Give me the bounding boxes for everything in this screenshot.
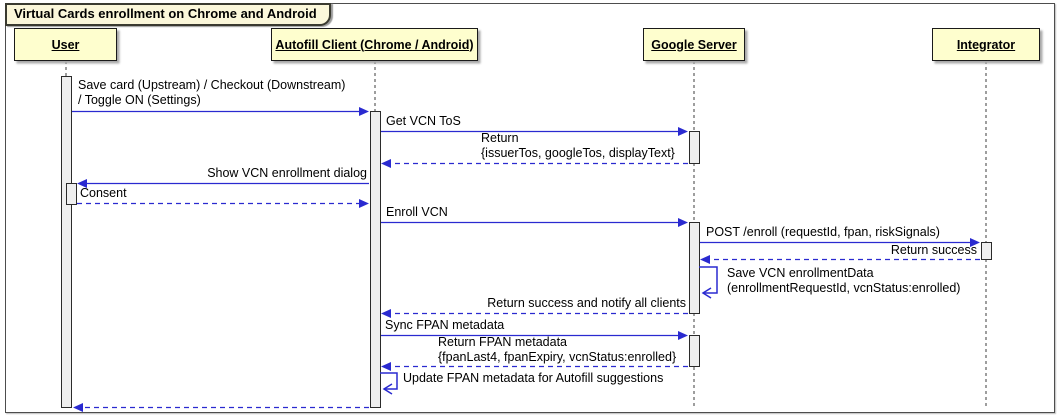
message-label-line: Update FPAN metadata for Autofill sugges… bbox=[403, 371, 664, 385]
message-label-return-success: Return success bbox=[891, 243, 977, 258]
message-label-notify-all-clients: Return success and notify all clients bbox=[487, 296, 686, 311]
message-label-consent: Consent bbox=[80, 186, 127, 201]
participant-box-google-server: Google Server bbox=[643, 28, 745, 61]
message-label-line: Consent bbox=[80, 186, 127, 200]
activation-bar-autofill-client bbox=[370, 111, 381, 408]
arrowhead-notify-all-clients bbox=[381, 309, 391, 318]
message-label-line: POST /enroll (requestId, fpan, riskSigna… bbox=[706, 225, 940, 239]
arrowhead-save-card bbox=[359, 107, 369, 116]
self-message-line-update-fpan-metadata bbox=[380, 372, 398, 390]
participant-label-integrator: Integrator bbox=[956, 37, 1016, 52]
diagram-title: Virtual Cards enrollment on Chrome and A… bbox=[5, 3, 331, 26]
arrowhead-final-return bbox=[73, 403, 83, 412]
message-label-return-fpan-metadata: Return FPAN metadata{fpanLast4, fpanExpi… bbox=[438, 335, 676, 365]
message-label-line: Enroll VCN bbox=[386, 205, 448, 219]
arrowhead-get-vcn-tos bbox=[678, 127, 688, 136]
arrowhead-sync-fpan-metadata bbox=[678, 331, 688, 340]
activation-bar-user bbox=[61, 76, 72, 408]
message-label-line: Save VCN enrollmentData bbox=[727, 266, 874, 280]
message-label-enroll-vcn: Enroll VCN bbox=[386, 205, 448, 220]
message-label-line: Get VCN ToS bbox=[386, 114, 461, 128]
arrowhead-return-tos bbox=[381, 159, 391, 168]
self-arrowhead-update-fpan-metadata bbox=[382, 383, 393, 395]
participant-label-google-server: Google Server bbox=[651, 37, 737, 52]
activation-bar-google-server bbox=[689, 131, 700, 164]
message-label-get-vcn-tos: Get VCN ToS bbox=[386, 114, 461, 129]
participant-label-user: User bbox=[51, 37, 80, 52]
message-label-show-enrollment-dialog: Show VCN enrollment dialog bbox=[207, 166, 367, 181]
message-label-line: / Toggle ON (Settings) bbox=[78, 93, 201, 107]
arrowhead-enroll-vcn bbox=[678, 218, 688, 227]
participant-box-autofill-client: Autofill Client (Chrome / Android) bbox=[271, 28, 478, 61]
activation-bar-integrator bbox=[981, 242, 992, 260]
arrowhead-show-enrollment-dialog bbox=[77, 179, 87, 188]
message-label-line: Return bbox=[481, 131, 519, 145]
activation-bar-google-server bbox=[689, 222, 700, 314]
diagram-title-text: Virtual Cards enrollment on Chrome and A… bbox=[14, 6, 317, 21]
arrowhead-post-enroll bbox=[970, 238, 980, 247]
participant-box-integrator: Integrator bbox=[932, 28, 1040, 61]
message-label-line: {fpanLast4, fpanExpiry, vcnStatus:enroll… bbox=[438, 350, 677, 364]
message-label-sync-fpan-metadata: Sync FPAN metadata bbox=[385, 318, 504, 333]
message-label-line: (enrollmentRequestId, vcnStatus:enrolled… bbox=[727, 281, 961, 295]
message-label-line: {issuerTos, googleTos, displayText} bbox=[481, 146, 675, 160]
participant-label-autofill-client: Autofill Client (Chrome / Android) bbox=[275, 37, 474, 52]
message-label-line: Return success and notify all clients bbox=[487, 296, 686, 310]
message-label-line: Sync FPAN metadata bbox=[385, 318, 505, 332]
message-label-save-card: Save card (Upstream) / Checkout (Downstr… bbox=[78, 78, 345, 108]
message-label-line: Return success bbox=[890, 243, 977, 257]
participant-box-user: User bbox=[14, 28, 117, 61]
message-label-post-enroll: POST /enroll (requestId, fpan, riskSigna… bbox=[706, 225, 940, 240]
message-label-line: Show VCN enrollment dialog bbox=[207, 166, 367, 180]
diagram-frame bbox=[5, 3, 1055, 413]
self-arrowhead-save-enrollment-data bbox=[701, 287, 712, 299]
message-label-line: Return FPAN metadata bbox=[438, 335, 567, 349]
message-label-return-tos: Return{issuerTos, googleTos, displayText… bbox=[481, 131, 675, 161]
message-label-line: Save card (Upstream) / Checkout (Downstr… bbox=[78, 78, 346, 92]
arrowhead-return-success bbox=[700, 255, 710, 264]
activation-bar-google-server bbox=[689, 335, 700, 367]
arrowhead-return-fpan-metadata bbox=[381, 362, 391, 371]
message-label-update-fpan-metadata: Update FPAN metadata for Autofill sugges… bbox=[403, 371, 663, 386]
activation-bar-user-nested bbox=[66, 183, 77, 205]
arrowhead-consent bbox=[359, 199, 369, 208]
self-message-line-save-enrollment-data bbox=[699, 266, 718, 294]
message-label-save-enrollment-data: Save VCN enrollmentData(enrollmentReques… bbox=[727, 266, 960, 296]
